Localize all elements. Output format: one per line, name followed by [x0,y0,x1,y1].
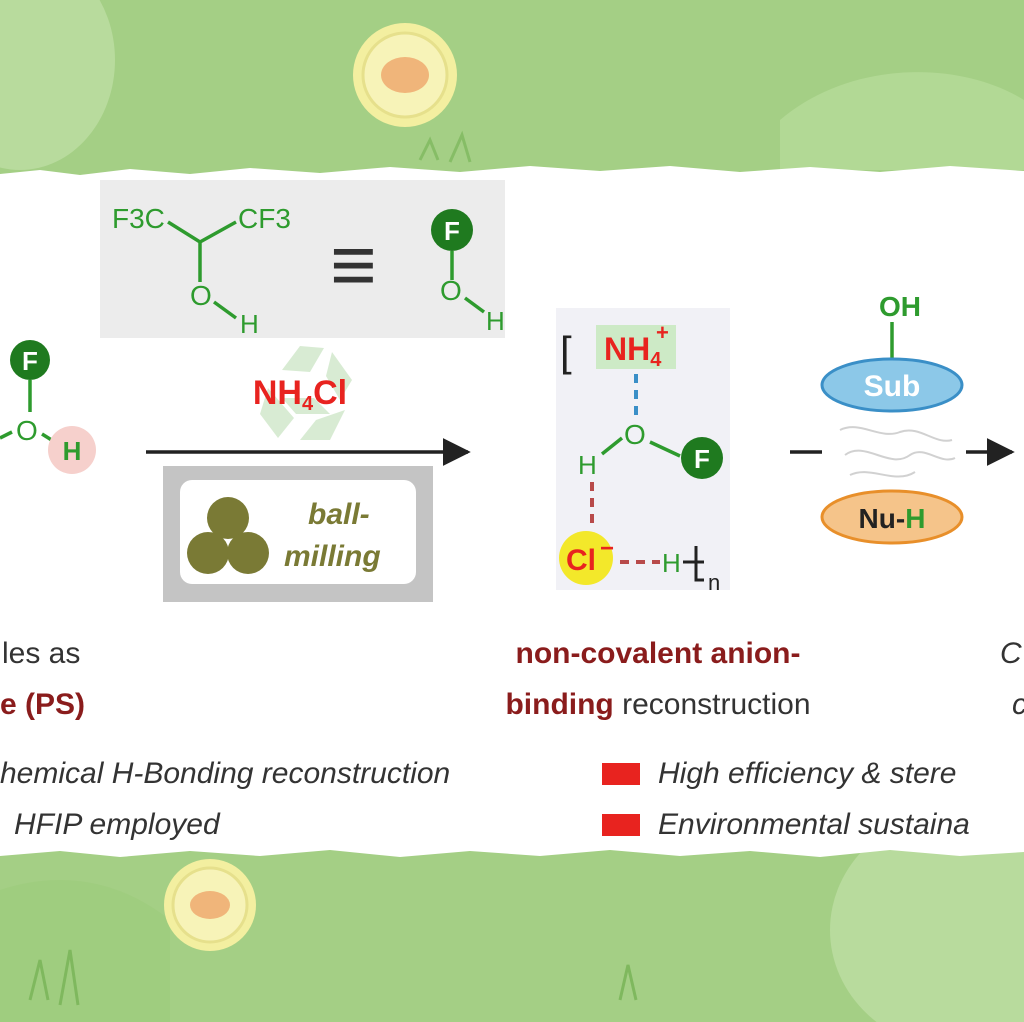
bullet-left-2: HFIP employed [14,808,221,841]
equivalence-symbol: ≡ [330,220,377,309]
oh-label: OH [879,291,921,322]
left-hydrogen-label: H [63,436,82,466]
left-caption-line2: e (PS) [0,688,85,721]
left-h-highlight-icon [48,426,96,474]
complex-n-label: n [708,570,720,595]
sub-label: Sub [864,370,921,403]
middle-caption-line2: binding reconstruction [505,688,810,721]
complex-h-right-label: H [662,548,681,578]
cf3-label: CF3 [238,203,291,234]
bullet-points: hemical H-Bonding reconstruction HFIP em… [0,757,970,841]
reaction-arrow-group: NH4Cl ball- milling [146,346,471,602]
nh4-highlight [596,325,676,369]
light-blob-top-left [0,0,115,170]
flower-icon-bottom [164,859,256,951]
captions: les as e (PS) non-covalent anion- bindin… [0,637,1024,721]
handshake-icon [839,426,956,478]
nu-h-label: Nu-H [859,503,926,534]
right-caption-line2: c [1012,688,1024,721]
nh4-charge: + [656,320,669,345]
complex-cl-label: Cl [566,544,596,577]
ball-milling-line1: ball- [308,498,370,531]
box-hydrogen-label: H [486,306,505,336]
right-caption-line1: C [1000,637,1022,670]
left-f-sphere-icon [10,340,50,380]
box-f-label: F [444,216,460,246]
hfip-oxygen-label: O [190,280,212,311]
f3c-label: F3C [112,203,165,234]
box-oxygen-label: O [440,275,462,306]
complex-bracket: [ [560,328,572,375]
left-oxygen-label: O [16,415,38,446]
bullet-right-1: High efficiency & stere [658,757,956,790]
cl-charge: − [600,535,614,562]
bullet-right-2: Environmental sustaina [658,808,970,841]
ball-icon-top [207,497,249,539]
left-f-label: F [22,346,38,376]
bullet-marker-right-1 [602,763,640,785]
f-sphere-icon [431,209,473,251]
anion-binding-complex: [ NH4 + O F H Cl − H n [556,308,730,595]
ball-milling-box: ball- milling [163,466,433,602]
complex-h-top-label: H [578,450,597,480]
recycle-icon [260,346,352,440]
chloride-highlight [559,531,613,585]
ball-milling-line2: milling [284,540,381,573]
light-blob-bottom-right [830,810,1024,1022]
complex-nh4-label: NH4 [604,331,662,371]
complex-oxygen-label: O [624,419,646,450]
middle-caption-line1: non-covalent anion- [516,637,801,670]
hfip-hydrogen-label: H [240,309,259,339]
hfip-structure-box: F3C CF3 O H ≡ F O H [100,180,505,339]
white-panel [0,166,1024,857]
ball-icon-left [187,532,229,574]
nu-ellipse [820,489,964,545]
substrate-group: OH Sub Nu-H [790,291,1015,545]
complex-f-label: F [694,444,710,474]
complex-f-sphere-icon [681,437,723,479]
nh4cl-reagent-label: NH4Cl [253,374,347,415]
ball-icon-right [227,532,269,574]
flower-icon-top [353,23,457,127]
bullet-marker-right-2 [602,814,640,836]
left-hfip-molecule: F O H [0,340,96,474]
left-caption-line1: les as [2,637,80,670]
bullet-left-1: hemical H-Bonding reconstruction [0,757,450,790]
sub-ellipse [820,357,964,413]
